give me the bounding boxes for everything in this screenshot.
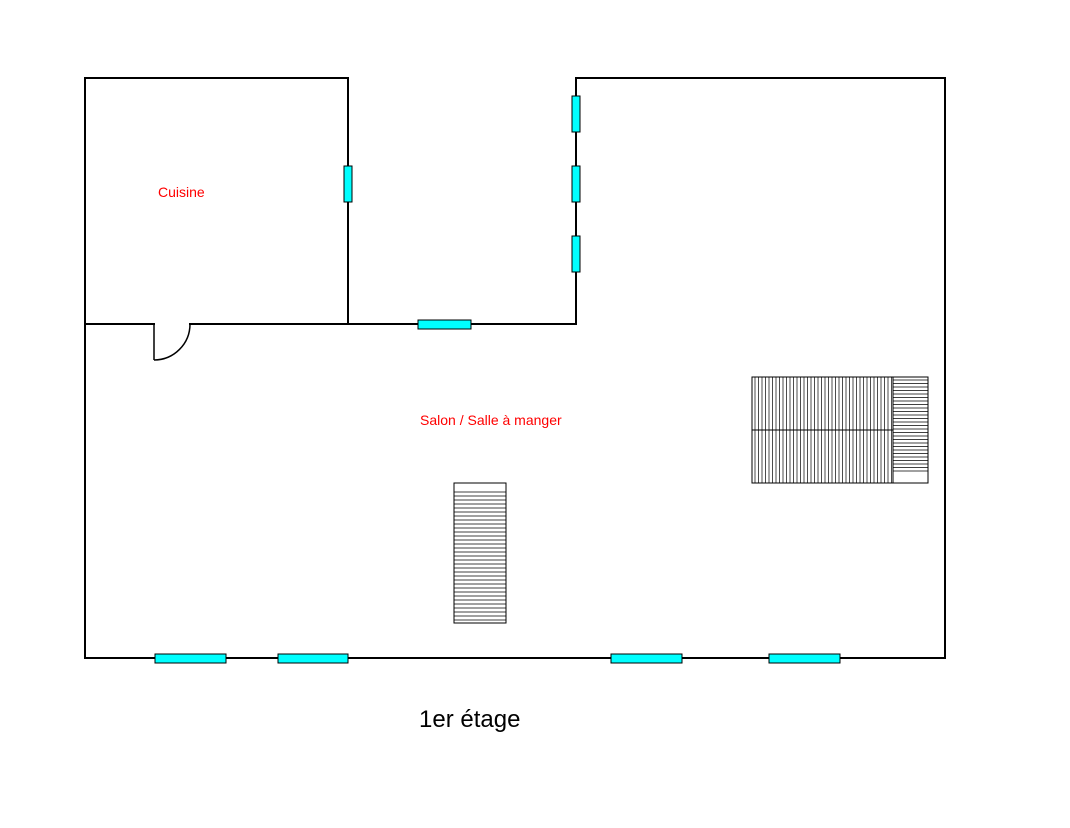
window-icon: [154, 653, 227, 664]
window-icon: [277, 653, 349, 664]
door-swing-icon: [153, 323, 191, 361]
window-icon: [768, 653, 841, 664]
window-icon: [343, 165, 353, 203]
walls: [84, 77, 946, 659]
window-icon: [571, 165, 581, 203]
window-icon: [571, 95, 581, 133]
room-label-salon: Salon / Salle à manger: [420, 412, 562, 428]
window-icon: [417, 319, 472, 330]
room-label-cuisine: Cuisine: [158, 184, 205, 200]
furniture-icon: [751, 376, 929, 484]
staircase-icon: [453, 482, 507, 624]
windows: [154, 95, 841, 664]
window-icon: [571, 235, 581, 273]
floor-caption: 1er étage: [419, 706, 520, 733]
window-icon: [610, 653, 683, 664]
